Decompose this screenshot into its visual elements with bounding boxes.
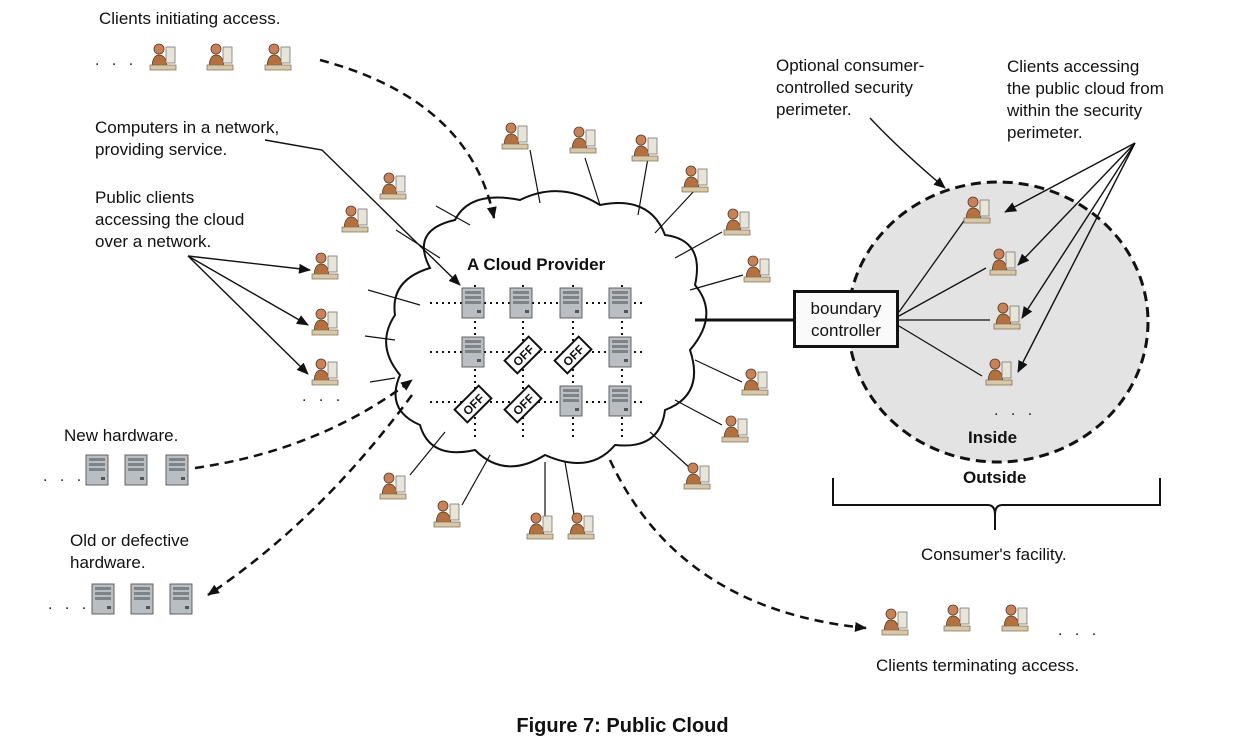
client-icon — [307, 305, 341, 339]
cloud-client-links — [364, 149, 744, 521]
label-public-clients-2: accessing the cloud — [95, 210, 245, 229]
server-icon — [461, 336, 485, 368]
ellipsis: . . . — [43, 468, 86, 485]
server-icon — [165, 454, 189, 486]
ellipsis: . . . — [302, 388, 345, 405]
client-icon — [522, 509, 556, 543]
label-clients-within-2: the public cloud from — [1007, 79, 1164, 98]
client-icon — [375, 469, 409, 503]
server-icon — [130, 583, 154, 615]
label-computers-network-2: providing service. — [95, 140, 228, 159]
label-clients-terminating: Clients terminating access. — [876, 656, 1080, 675]
server-icon — [559, 287, 583, 319]
server-icon — [461, 287, 485, 319]
client-icon — [563, 509, 597, 543]
client-icon — [677, 162, 711, 196]
client-icon — [679, 459, 713, 493]
client-icon — [375, 169, 409, 203]
label-inside: Inside — [968, 428, 1018, 447]
cloud-shape — [385, 190, 708, 468]
server-icon — [509, 287, 533, 319]
client-icon — [737, 365, 771, 399]
client-icon — [877, 605, 911, 639]
server-icon — [608, 385, 632, 417]
boundary-controller-label-2: controller — [811, 321, 881, 340]
server-icon — [559, 385, 583, 417]
server-icon — [85, 454, 109, 486]
client-icon — [719, 205, 753, 239]
client-icon — [260, 40, 294, 74]
client-icon — [429, 497, 463, 531]
boundary-controller-label: boundary — [810, 299, 882, 318]
server-icon — [124, 454, 148, 486]
label-old-hardware: Old or defective — [70, 531, 190, 550]
boundary-controller-box: boundary controller — [793, 290, 899, 348]
label-optional-perimeter-2: controlled security — [776, 78, 914, 97]
ellipsis: . . . — [95, 52, 138, 69]
server-icon — [608, 287, 632, 319]
label-public-clients-3: over a network. — [95, 232, 212, 251]
ellipsis: . . . — [48, 596, 91, 613]
label-optional-perimeter: Optional consumer- — [776, 56, 925, 75]
label-consumer-facility: Consumer's facility. — [921, 545, 1067, 564]
client-icon — [939, 601, 973, 635]
label-outside: Outside — [963, 468, 1027, 487]
label-clients-initiating: Clients initiating access. — [99, 9, 281, 28]
server-icon — [608, 336, 632, 368]
label-computers-network: Computers in a network, — [95, 118, 280, 137]
arrow-computers-network — [264, 139, 461, 286]
server-icon — [91, 583, 115, 615]
ellipsis: . . . — [1058, 622, 1101, 639]
ellipsis: . . . — [994, 402, 1037, 419]
figure-caption: Figure 7: Public Cloud — [516, 715, 729, 737]
client-icon — [202, 40, 236, 74]
client-icon — [565, 123, 599, 157]
label-optional-perimeter-3: perimeter. — [776, 100, 852, 119]
label-clients-within-4: perimeter. — [1007, 123, 1083, 142]
client-icon — [997, 601, 1031, 635]
off-tags: OFF OFF OFF OFF — [453, 335, 593, 424]
cloud-provider-title: A Cloud Provider — [467, 255, 606, 274]
client-icon — [307, 249, 341, 283]
server-icon — [169, 583, 193, 615]
label-clients-within-3: within the security — [1007, 101, 1143, 120]
client-icon — [497, 119, 531, 153]
arrow-clients-terminating — [608, 459, 867, 632]
arrow-new-hardware — [194, 379, 413, 470]
client-icon — [739, 252, 773, 286]
facility-bracket — [832, 478, 1161, 530]
label-old-hardware-2: hardware. — [70, 553, 146, 572]
client-icon — [627, 131, 661, 165]
label-clients-within: Clients accessing — [1007, 57, 1140, 76]
arrow-clients-initiating — [319, 58, 497, 219]
client-icon — [337, 202, 371, 236]
client-icon — [717, 412, 751, 446]
label-public-clients: Public clients — [95, 188, 195, 207]
arrow-optional-perimeter — [869, 117, 946, 189]
client-icon — [307, 355, 341, 389]
label-new-hardware: New hardware. — [64, 426, 179, 445]
client-icon — [145, 40, 179, 74]
